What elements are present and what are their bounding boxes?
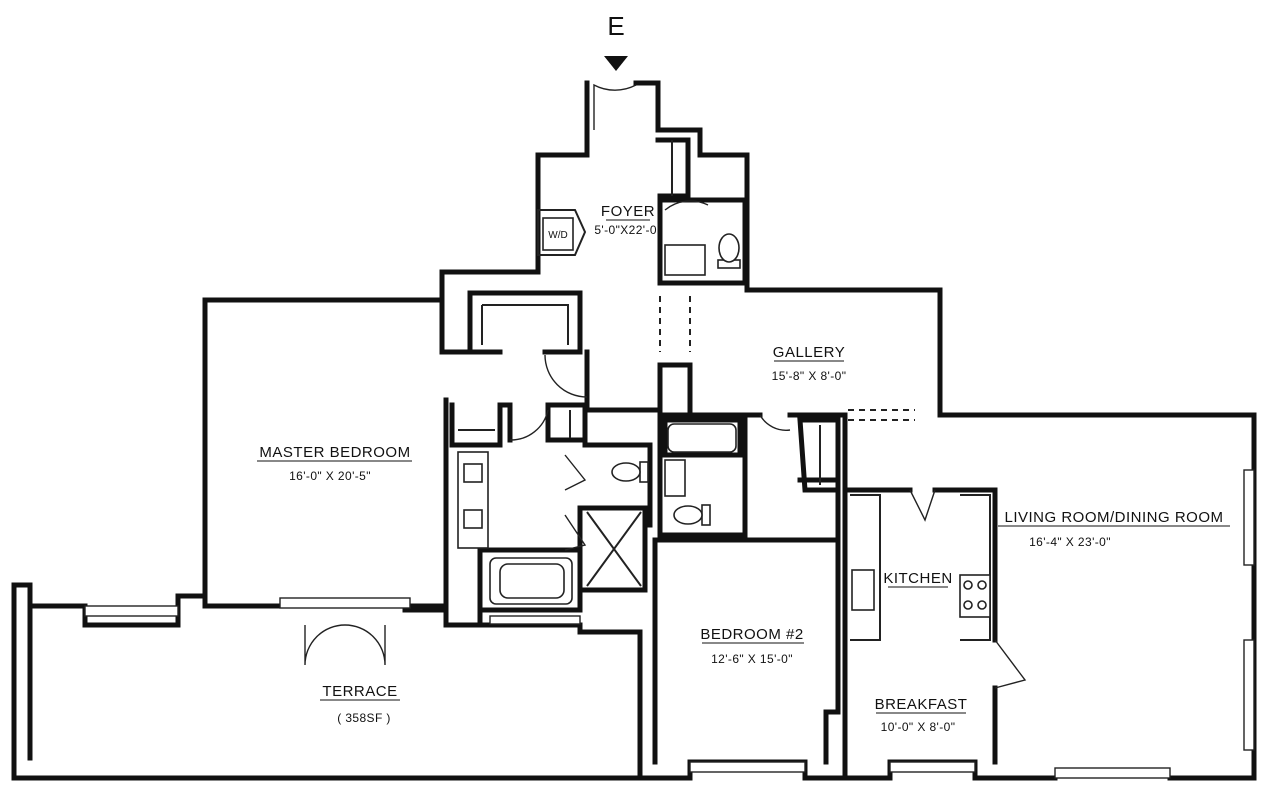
fixtures: W/D [457,140,991,618]
entry-arrow-icon [604,56,628,71]
room-living-dining: LIVING ROOM/DINING ROOM 16'-4" X 23'-0" [998,509,1230,549]
room-terrace: TERRACE ( 358SF ) [320,683,400,725]
exterior-walls [11,80,1257,781]
toilet-icon [717,233,741,269]
entry-marker: E [604,11,628,71]
room-name: LIVING ROOM/DINING ROOM [1004,509,1223,526]
room-name: GALLERY [773,344,845,361]
room-name: MASTER BEDROOM [259,444,410,461]
room-name: BEDROOM #2 [700,626,803,643]
toilet-icon [673,504,711,526]
room-bedroom-2: BEDROOM #2 12'-6" X 15'-0" [700,626,804,666]
room-foyer: FOYER 5'-0"X22'-0" [594,203,661,237]
room-breakfast: BREAKFAST 10'-0" X 8'-0" [875,696,968,734]
sink-icon [664,244,706,276]
toilet-icon [611,461,649,483]
stove-icon [959,574,991,618]
room-gallery: GALLERY 15'-8" X 8'-0" [772,344,847,383]
room-size: 10'-0" X 8'-0" [881,720,956,734]
room-size: 15'-8" X 8'-0" [772,369,847,383]
room-name: FOYER [601,203,655,220]
room-size: 16'-4" X 23'-0" [1029,535,1111,549]
bathtub-basin-icon [499,563,565,599]
windows [84,469,1255,779]
room-name: BREAKFAST [875,696,968,713]
washer-dryer-label: W/D [548,230,567,241]
doors [304,83,1027,689]
room-labels: FOYER 5'-0"X22'-0" GALLERY 15'-8" X 8'-0… [257,203,1230,734]
room-size: 12'-6" X 15'-0" [711,652,793,666]
room-kitchen: KITCHEN [883,570,952,588]
interior-walls [202,137,998,781]
room-size: 16'-0" X 20'-5" [289,469,371,483]
room-name: TERRACE [322,683,397,700]
sink-icon [664,459,686,497]
room-name: KITCHEN [883,570,952,587]
dashed-openings [659,296,915,421]
room-area: ( 358SF ) [337,711,391,725]
room-master-bedroom: MASTER BEDROOM 16'-0" X 20'-5" [257,444,412,483]
kitchen-sink-icon [851,569,875,611]
bathtub-icon [667,423,737,453]
entry-label: E [607,11,624,41]
room-size: 5'-0"X22'-0" [594,223,661,237]
sink-icon [463,509,483,529]
sink-icon [463,463,483,483]
washer-dryer-icon [542,217,574,251]
